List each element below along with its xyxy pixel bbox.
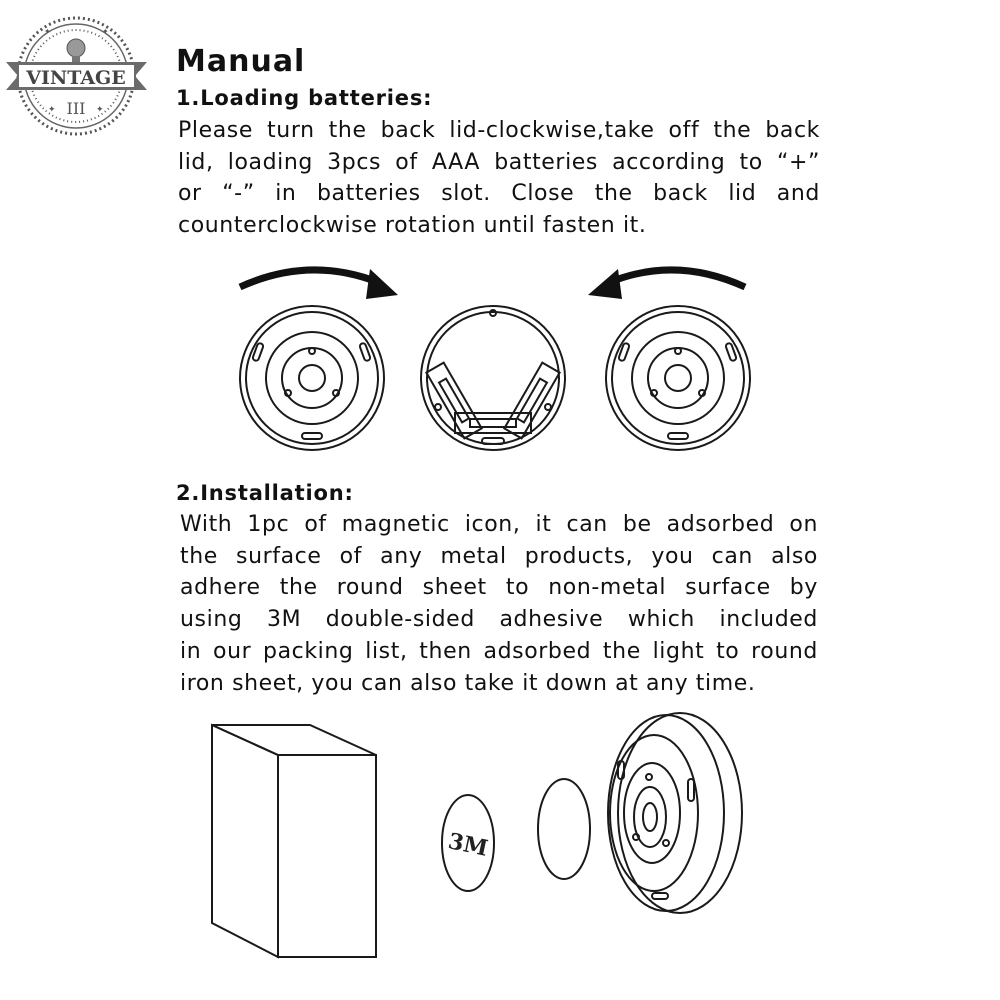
- light-unit: [607, 712, 743, 914]
- manual-title: Manual: [176, 44, 306, 79]
- open-battery-compartment: [420, 305, 566, 451]
- 3m-adhesive-sticker: 3M: [441, 794, 495, 892]
- svg-text:✦: ✦: [48, 105, 56, 115]
- svg-text:✦: ✦: [44, 27, 51, 36]
- logo-numeral-text: III: [67, 99, 86, 118]
- svg-text:✦: ✦: [102, 27, 109, 36]
- section1-line: or “-” in batteries slot. Close the back…: [178, 181, 820, 207]
- section2-line: the surface of any metal products, you c…: [180, 543, 818, 569]
- back-lid-disc-right: [605, 305, 751, 451]
- battery-icon: [515, 377, 549, 424]
- section2-line: With 1pc of magnetic icon, it can be ads…: [180, 512, 818, 537]
- battery-icon: [469, 418, 517, 428]
- installation-figure: 3M: [211, 712, 743, 959]
- section2-line: adhere the round sheet to non-metal surf…: [180, 575, 818, 601]
- section1-line: lid, loading 3pcs of AAA batteries accor…: [178, 149, 820, 175]
- clockwise-arrow-icon: [366, 269, 398, 299]
- section1-text: Please turn the back lid-clockwise,take …: [178, 115, 820, 242]
- section1-heading: 1.Loading batteries:: [176, 86, 433, 110]
- section2-line: in our packing list, then adsorbed the l…: [180, 638, 818, 664]
- back-lid-disc-left: [239, 305, 385, 451]
- metal-block: [211, 723, 377, 959]
- sticker-3m-label: 3M: [446, 828, 490, 862]
- iron-sheet: [537, 778, 591, 880]
- section2-heading: 2.Installation:: [176, 481, 354, 505]
- vintage-logo: ✦ ✦ VINTAGE III ✦ ✦: [6, 16, 147, 136]
- section2-line: using 3M double-sided adhesive which inc…: [180, 607, 818, 633]
- battery-icon: [437, 377, 471, 424]
- svg-text:✦: ✦: [96, 105, 104, 115]
- section2-text: With 1pc of magnetic icon, it can be ads…: [180, 509, 818, 699]
- section2-line: iron sheet, you can also take it down at…: [180, 670, 756, 696]
- lightbulb-icon: [66, 38, 86, 62]
- counterclockwise-arrow-icon: [588, 269, 622, 299]
- section1-line: Please turn the back lid-clockwise,take …: [178, 118, 820, 143]
- logo-brand-text: VINTAGE: [25, 67, 126, 89]
- section1-line: counterclockwise rotation until fasten i…: [178, 213, 647, 239]
- battery-loading-figure: [238, 266, 751, 451]
